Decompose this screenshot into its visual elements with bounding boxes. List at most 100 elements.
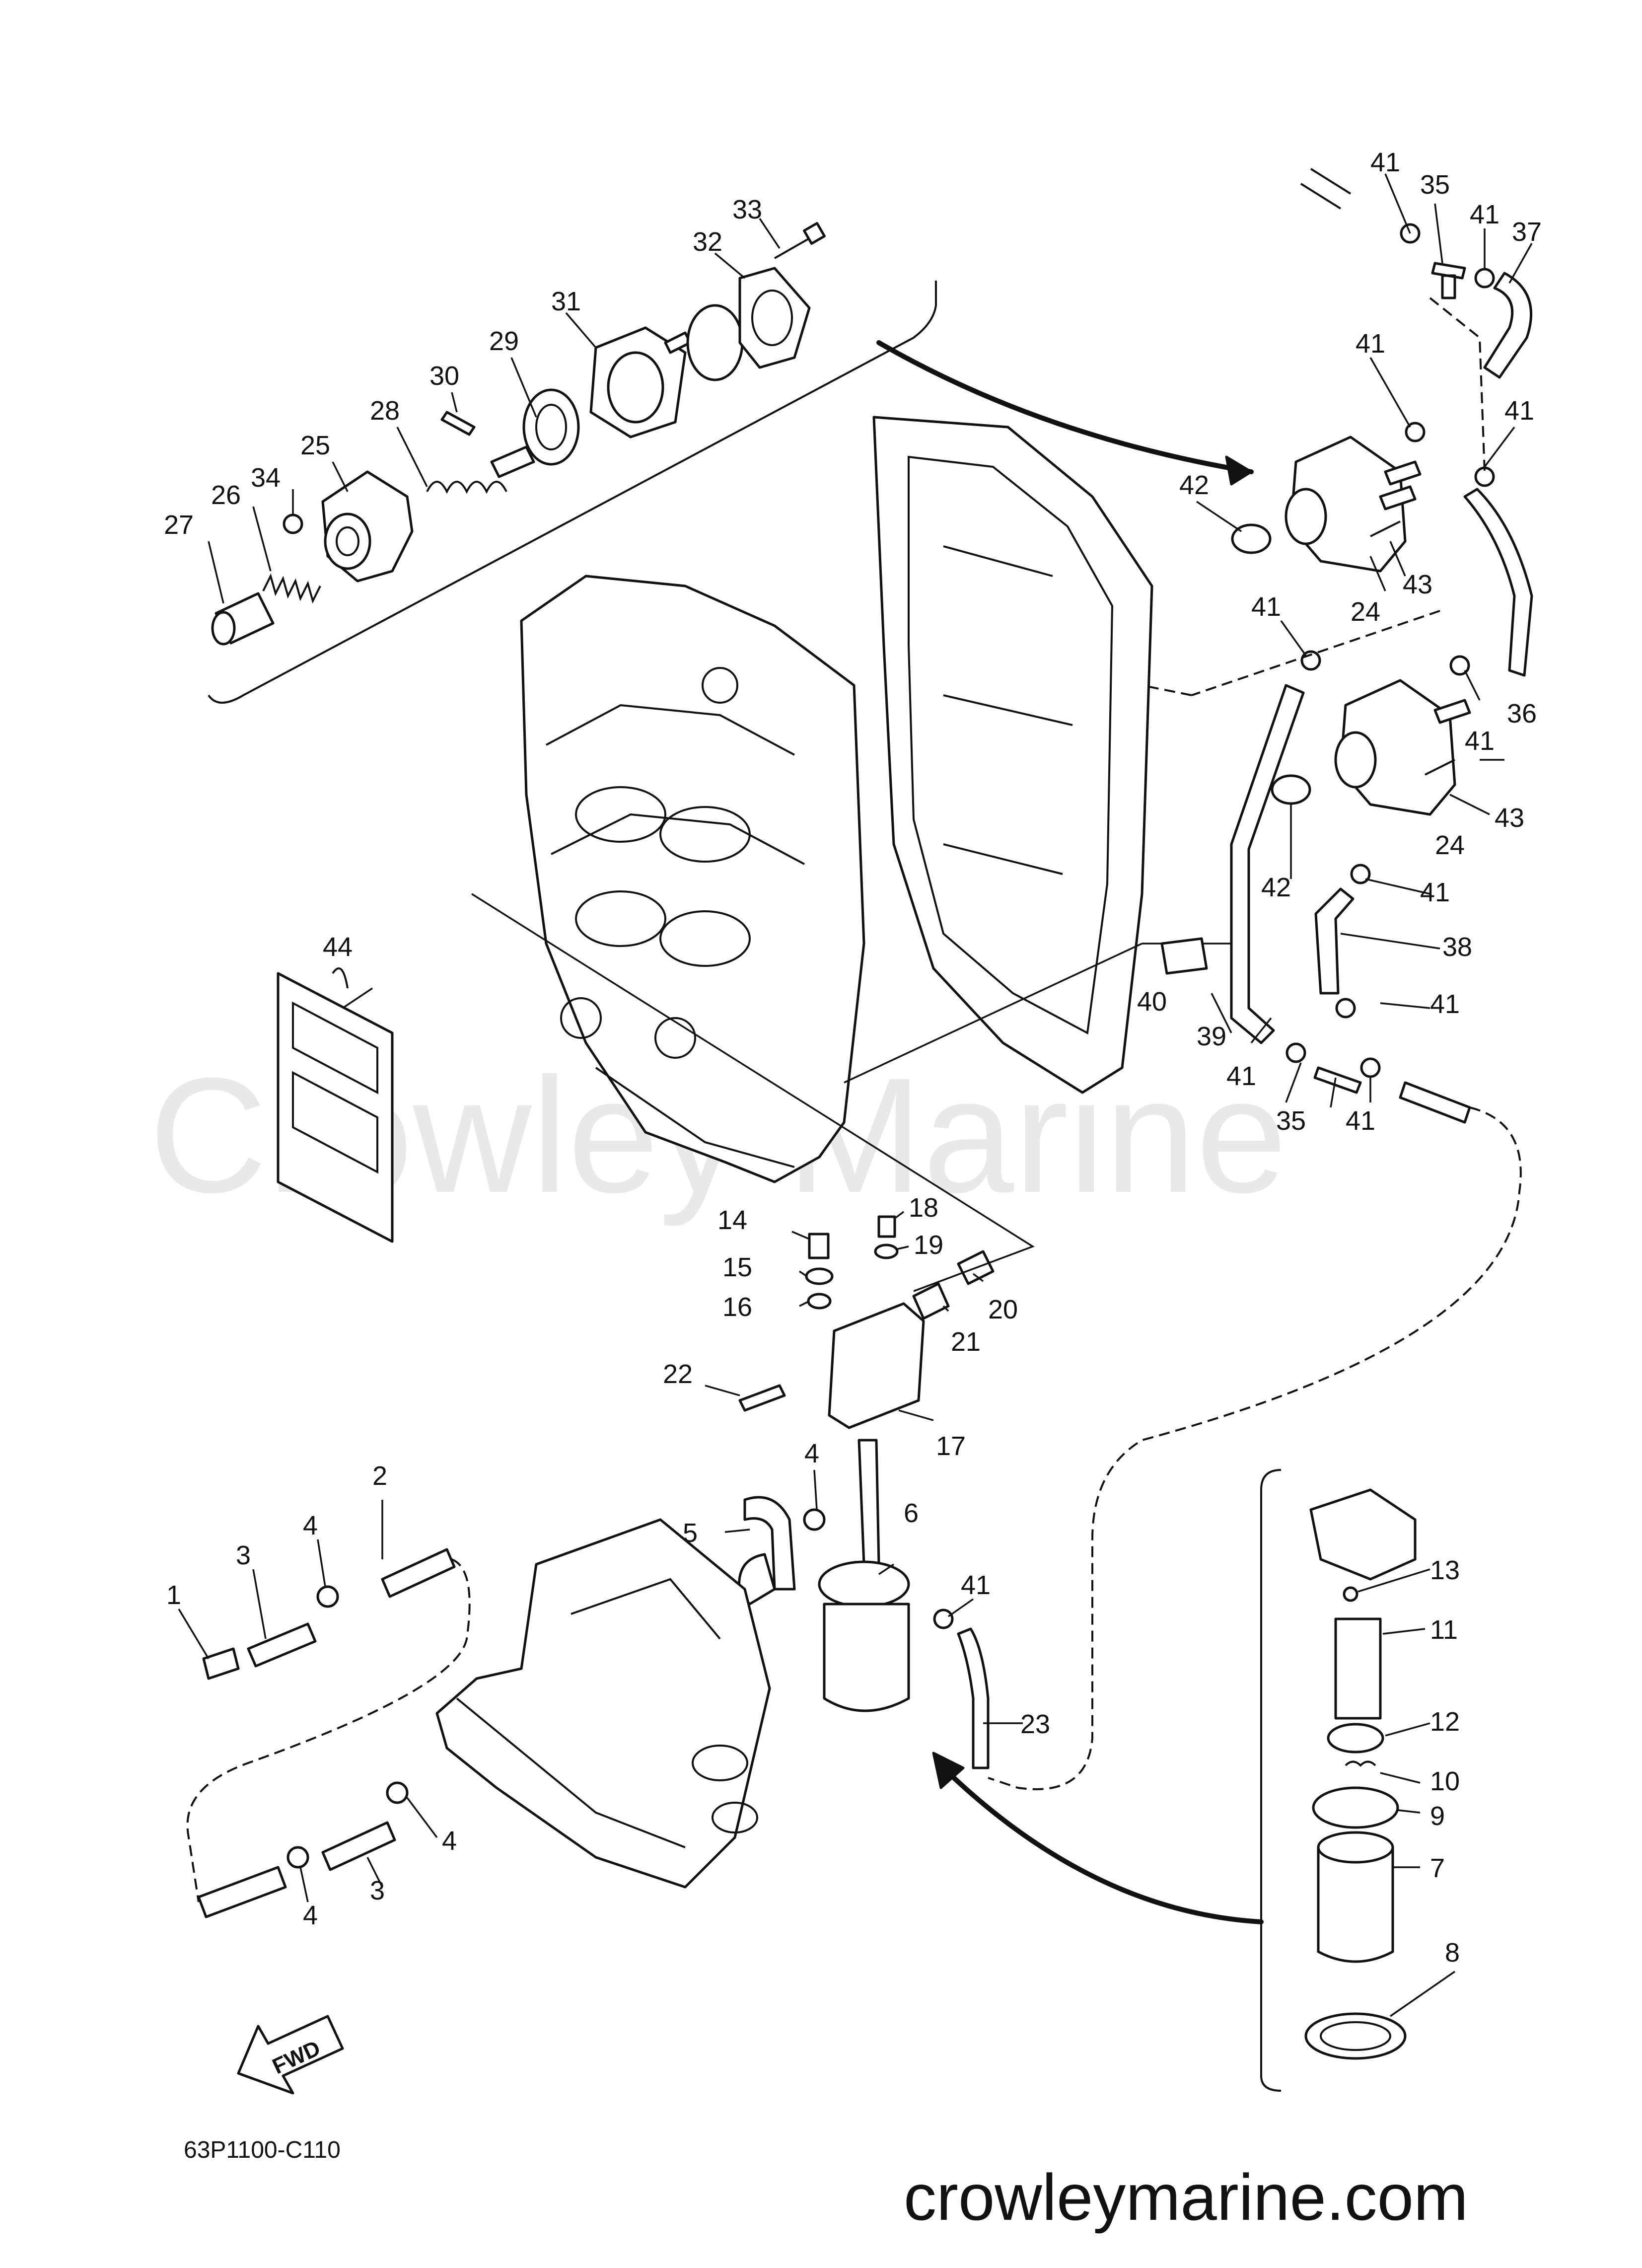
callout-8: 8	[1445, 1938, 1460, 1968]
part-34-nut	[283, 513, 303, 534]
callout-leaders	[178, 173, 1533, 2017]
part-8-ring-nut	[1304, 2012, 1407, 2060]
part-3-joint-upper	[247, 1622, 317, 1668]
callout-9: 9	[1430, 1801, 1445, 1831]
leader-mount-group	[471, 893, 1035, 1292]
callout-11: 11	[1430, 1615, 1458, 1645]
callout-43a: 43	[1403, 570, 1432, 599]
arrow-head-top	[1225, 455, 1253, 486]
part-23-hose	[957, 1627, 990, 1769]
part-4-clamp-d	[803, 1508, 826, 1531]
arrow-to-filter	[941, 1765, 1264, 1924]
callout-35b: 35	[1276, 1106, 1306, 1136]
part-33-screw	[774, 222, 826, 259]
callout-30: 30	[429, 361, 459, 391]
callout-39: 39	[1197, 1022, 1226, 1051]
callout-numbers: 41 35 41 37 41 41 42 43 24 41 36 41 43 2…	[164, 147, 1542, 1968]
callout-36: 36	[1507, 699, 1537, 729]
part-17-bracket	[828, 1302, 925, 1429]
group-bracket-outline	[208, 281, 937, 704]
part-22-screw	[738, 1384, 786, 1412]
callout-21: 21	[951, 1327, 981, 1357]
part-37-hose	[1483, 272, 1533, 379]
part-5-hose	[743, 1496, 796, 1591]
callout-41d: 41	[1504, 396, 1534, 426]
part-44-label	[277, 967, 394, 1243]
callout-34: 34	[251, 463, 281, 493]
callout-41h: 41	[1430, 989, 1460, 1019]
part-26-spring	[262, 573, 321, 604]
part-1-plug	[202, 1647, 240, 1680]
website-text: crowleymarine.com	[904, 2161, 1468, 2234]
callout-42a: 42	[1179, 470, 1209, 500]
callout-44: 44	[323, 932, 353, 962]
callout-26: 26	[211, 480, 241, 510]
routing-dash-1	[1142, 610, 1440, 696]
callout-4c: 4	[303, 1901, 318, 1930]
callout-3b: 3	[370, 1876, 385, 1905]
part-32-cover	[686, 267, 811, 381]
callout-32: 32	[693, 227, 722, 257]
intake-manifold	[872, 416, 1153, 1094]
part-29-diaphragm	[490, 388, 580, 478]
callout-15: 15	[722, 1252, 752, 1282]
routing-dash-lower-left	[186, 1558, 471, 1902]
callout-27: 27	[164, 510, 194, 540]
part-11-element	[1334, 1617, 1382, 1720]
part-3-joint-lower	[321, 1821, 396, 1871]
callout-41c: 41	[1356, 329, 1385, 359]
callout-41g: 41	[1420, 878, 1450, 907]
part-4-clamp-c	[286, 1846, 309, 1869]
part-36-hose	[1463, 488, 1533, 677]
callout-14: 14	[717, 1205, 747, 1235]
arrow-head-filter	[932, 1752, 965, 1789]
callout-31: 31	[551, 287, 581, 316]
callout-38: 38	[1442, 932, 1472, 962]
callout-4b: 4	[442, 1826, 457, 1856]
drawing-code: 63P1100-C110	[184, 2137, 341, 2163]
callout-35a: 35	[1420, 170, 1450, 200]
part-31-body	[589, 326, 692, 439]
callout-19: 19	[914, 1230, 943, 1260]
callout-4a: 4	[303, 1511, 318, 1540]
callout-42b: 42	[1261, 873, 1291, 902]
part-35-joint-lower	[1313, 1066, 1362, 1094]
callout-29: 29	[489, 326, 519, 356]
callout-18: 18	[909, 1193, 938, 1223]
callout-1: 1	[166, 1580, 181, 1610]
callout-43b: 43	[1495, 803, 1524, 833]
vapor-separator-valve-group	[208, 222, 937, 704]
part-12-seal	[1327, 1723, 1384, 1754]
part-9-o-ring	[1312, 1786, 1399, 1829]
callout-41j: 41	[1346, 1106, 1375, 1136]
part-30-pin	[440, 411, 476, 436]
callout-37: 37	[1512, 217, 1542, 247]
callout-41k: 41	[961, 1570, 991, 1600]
callout-7: 7	[1430, 1853, 1445, 1883]
part-18-bolt	[877, 1215, 896, 1238]
filter-head	[1309, 1488, 1417, 1581]
part-35-joint-upper	[1431, 262, 1466, 299]
callout-3a: 3	[236, 1540, 251, 1570]
part-16-washer	[807, 1293, 832, 1310]
outlet-hose	[1399, 1081, 1471, 1124]
callout-41e: 41	[1251, 592, 1281, 622]
part-7-cup	[1317, 1846, 1394, 1963]
arrow-to-pump-top	[876, 340, 1254, 474]
callout-41i: 41	[1226, 1061, 1256, 1091]
routing-dash-3	[1429, 297, 1486, 472]
part-24-fuel-pump-upper	[1285, 436, 1422, 573]
part-13-o-ring	[1343, 1586, 1358, 1602]
callout-41a: 41	[1370, 147, 1400, 177]
part-42-o-ring-upper	[1231, 523, 1272, 554]
part-25-housing	[321, 470, 414, 583]
callout-2: 2	[372, 1461, 387, 1491]
callout-40: 40	[1137, 987, 1167, 1017]
part-14-bolt	[808, 1233, 830, 1259]
filter-mount-parts	[471, 893, 1035, 1429]
filter-exploded-bracket	[1260, 1469, 1282, 2092]
part-27-cap	[211, 592, 275, 646]
part-38-hose	[1314, 887, 1355, 995]
callout-24a: 24	[1351, 597, 1380, 627]
